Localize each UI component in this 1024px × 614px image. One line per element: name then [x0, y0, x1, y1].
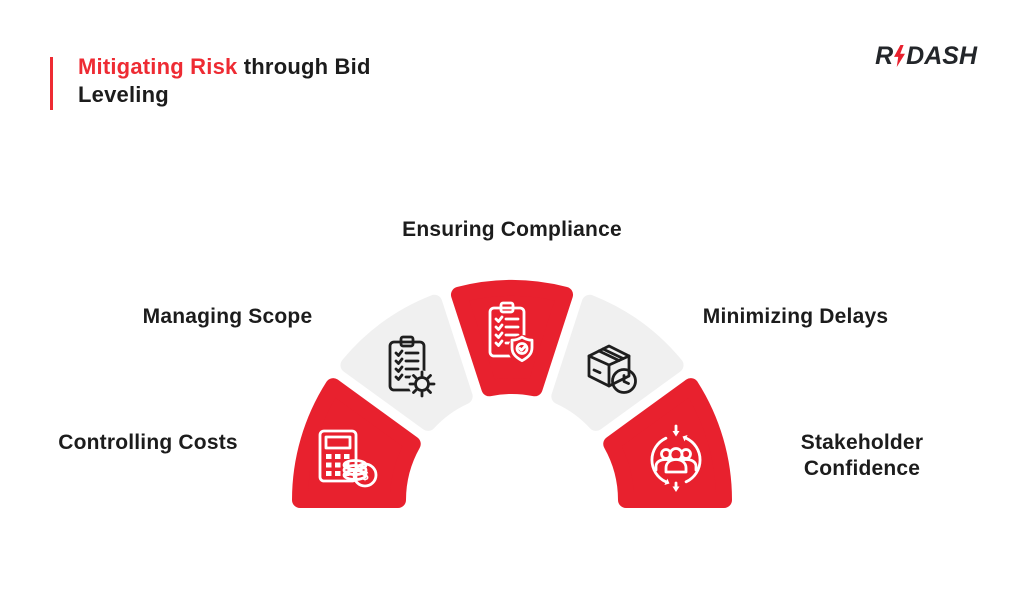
segment-managing-scope [340, 294, 473, 431]
calculator-coins-icon: $ [318, 429, 378, 488]
page-title: Mitigating Risk through Bid Leveling [78, 53, 378, 109]
dollar-symbol: $ [361, 468, 369, 483]
title-rest: through Bid Leveling [78, 54, 371, 107]
clipboard-shield-icon [488, 301, 536, 363]
label-managing-scope: Managing Scope [142, 305, 313, 328]
label-minimizing-delays: Minimizing Delays [702, 305, 889, 328]
title-highlight: Mitigating Risk [78, 54, 238, 79]
label-ensuring-compliance: Ensuring Compliance [402, 218, 622, 241]
label-controlling-costs: Controlling Costs [58, 431, 238, 454]
logo-prefix: R [875, 42, 894, 70]
label-stakeholder-confidence: Stakeholder Confidence [800, 431, 924, 480]
segment-minimizing-delays [551, 294, 684, 431]
segment-ensuring-compliance [450, 280, 574, 397]
clipboard-gear-icon [388, 335, 436, 398]
people-sync-icon [650, 424, 702, 492]
rdash-logo: R DASH [875, 42, 977, 71]
lightning-bolt-icon [894, 44, 906, 67]
logo-suffix: DASH [906, 42, 977, 70]
package-clock-icon [587, 344, 637, 394]
title-accent-bar [50, 57, 53, 110]
